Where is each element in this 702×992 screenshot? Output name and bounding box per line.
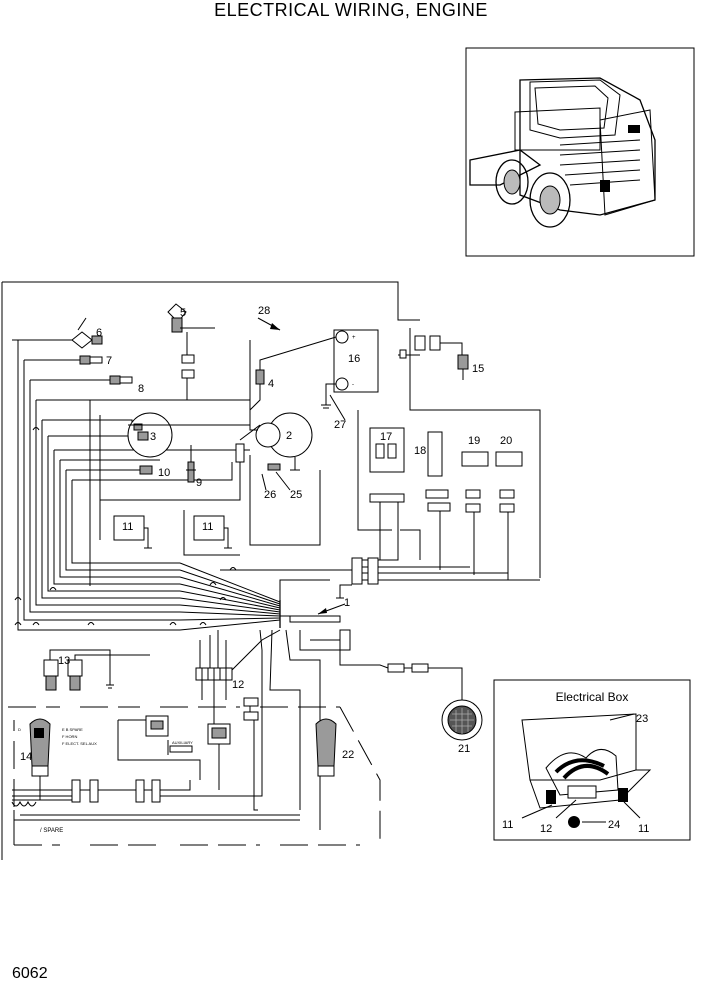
page-title: ELECTRICAL WIRING, ENGINE (214, 0, 488, 20)
sensor-8 (109, 375, 133, 385)
svg-text:-: - (352, 382, 354, 388)
svg-text:18: 18 (414, 445, 426, 457)
svg-text:3: 3 (150, 431, 156, 443)
svg-text:27: 27 (334, 419, 346, 431)
svg-text:13: 13 (58, 655, 70, 667)
svg-text:9: 9 (196, 477, 202, 489)
sensor-9 (186, 445, 196, 483)
battery-16: + - (259, 329, 379, 409)
relay-11-b: 11 (183, 510, 240, 556)
machine-illustration (465, 47, 695, 257)
svg-text:24: 24 (608, 819, 620, 831)
svg-text:16: 16 (348, 353, 360, 365)
svg-text:25: 25 (290, 489, 302, 501)
svg-text:E B SPARE: E B SPARE (62, 727, 83, 732)
callout-1: 1 (344, 597, 350, 609)
svg-text:11: 11 (202, 521, 213, 533)
switch-20 (495, 451, 523, 513)
sensor-4 (249, 369, 265, 411)
svg-text:11: 11 (502, 819, 513, 831)
svg-text:F ELECT. SEL AUX: F ELECT. SEL AUX (62, 741, 97, 746)
svg-text:12: 12 (540, 823, 552, 835)
svg-text:15: 15 (472, 363, 484, 375)
svg-text:26: 26 (264, 489, 276, 501)
svg-text:/ SPARE: / SPARE (40, 828, 63, 834)
svg-text:4: 4 (268, 378, 274, 390)
svg-text:5: 5 (180, 307, 186, 319)
svg-text:21: 21 (458, 743, 470, 755)
svg-text:D: D (18, 727, 21, 732)
svg-text:2: 2 (286, 430, 292, 442)
relay-11-a: 11 (113, 515, 152, 549)
sensor-5 (167, 303, 215, 400)
svg-text:22: 22 (342, 749, 354, 761)
svg-text:F HORN: F HORN (62, 734, 77, 739)
svg-text:6: 6 (96, 327, 102, 339)
horn-21 (441, 699, 483, 741)
svg-text:11: 11 (122, 521, 133, 533)
svg-text:7: 7 (106, 355, 112, 367)
svg-text:+: + (352, 335, 356, 341)
switch-18 (425, 431, 451, 512)
svg-text:12: 12 (232, 679, 244, 691)
relay-17 (369, 427, 405, 503)
svg-text:20: 20 (500, 435, 512, 447)
main-harness (12, 339, 341, 631)
svg-text:23: 23 (636, 713, 648, 725)
auxiliary-switch: AUXILIARY (117, 715, 201, 780)
sensor-10 (128, 465, 153, 475)
inset-title: Electrical Box (556, 690, 629, 704)
sensor-6 (71, 317, 103, 349)
svg-text:28: 28 (258, 305, 270, 317)
svg-text:8: 8 (138, 383, 144, 395)
svg-text:14: 14 (20, 751, 32, 763)
svg-text:10: 10 (158, 467, 170, 479)
electrical-box-inset (493, 679, 691, 841)
connector-12 (195, 629, 281, 710)
joystick-22 (315, 718, 337, 777)
svg-text:AUXILIARY: AUXILIARY (172, 740, 193, 745)
page-number: 6062 (12, 965, 48, 982)
sensor-13 (43, 649, 150, 691)
starter-2 (255, 412, 313, 471)
svg-text:17: 17 (380, 431, 392, 443)
switch-19 (461, 451, 489, 513)
svg-text:11: 11 (638, 823, 649, 835)
svg-text:19: 19 (468, 435, 480, 447)
lower-connectors (11, 730, 300, 821)
sensor-7 (79, 355, 103, 365)
joystick-14 (29, 718, 51, 801)
sensor-15 (398, 335, 469, 380)
